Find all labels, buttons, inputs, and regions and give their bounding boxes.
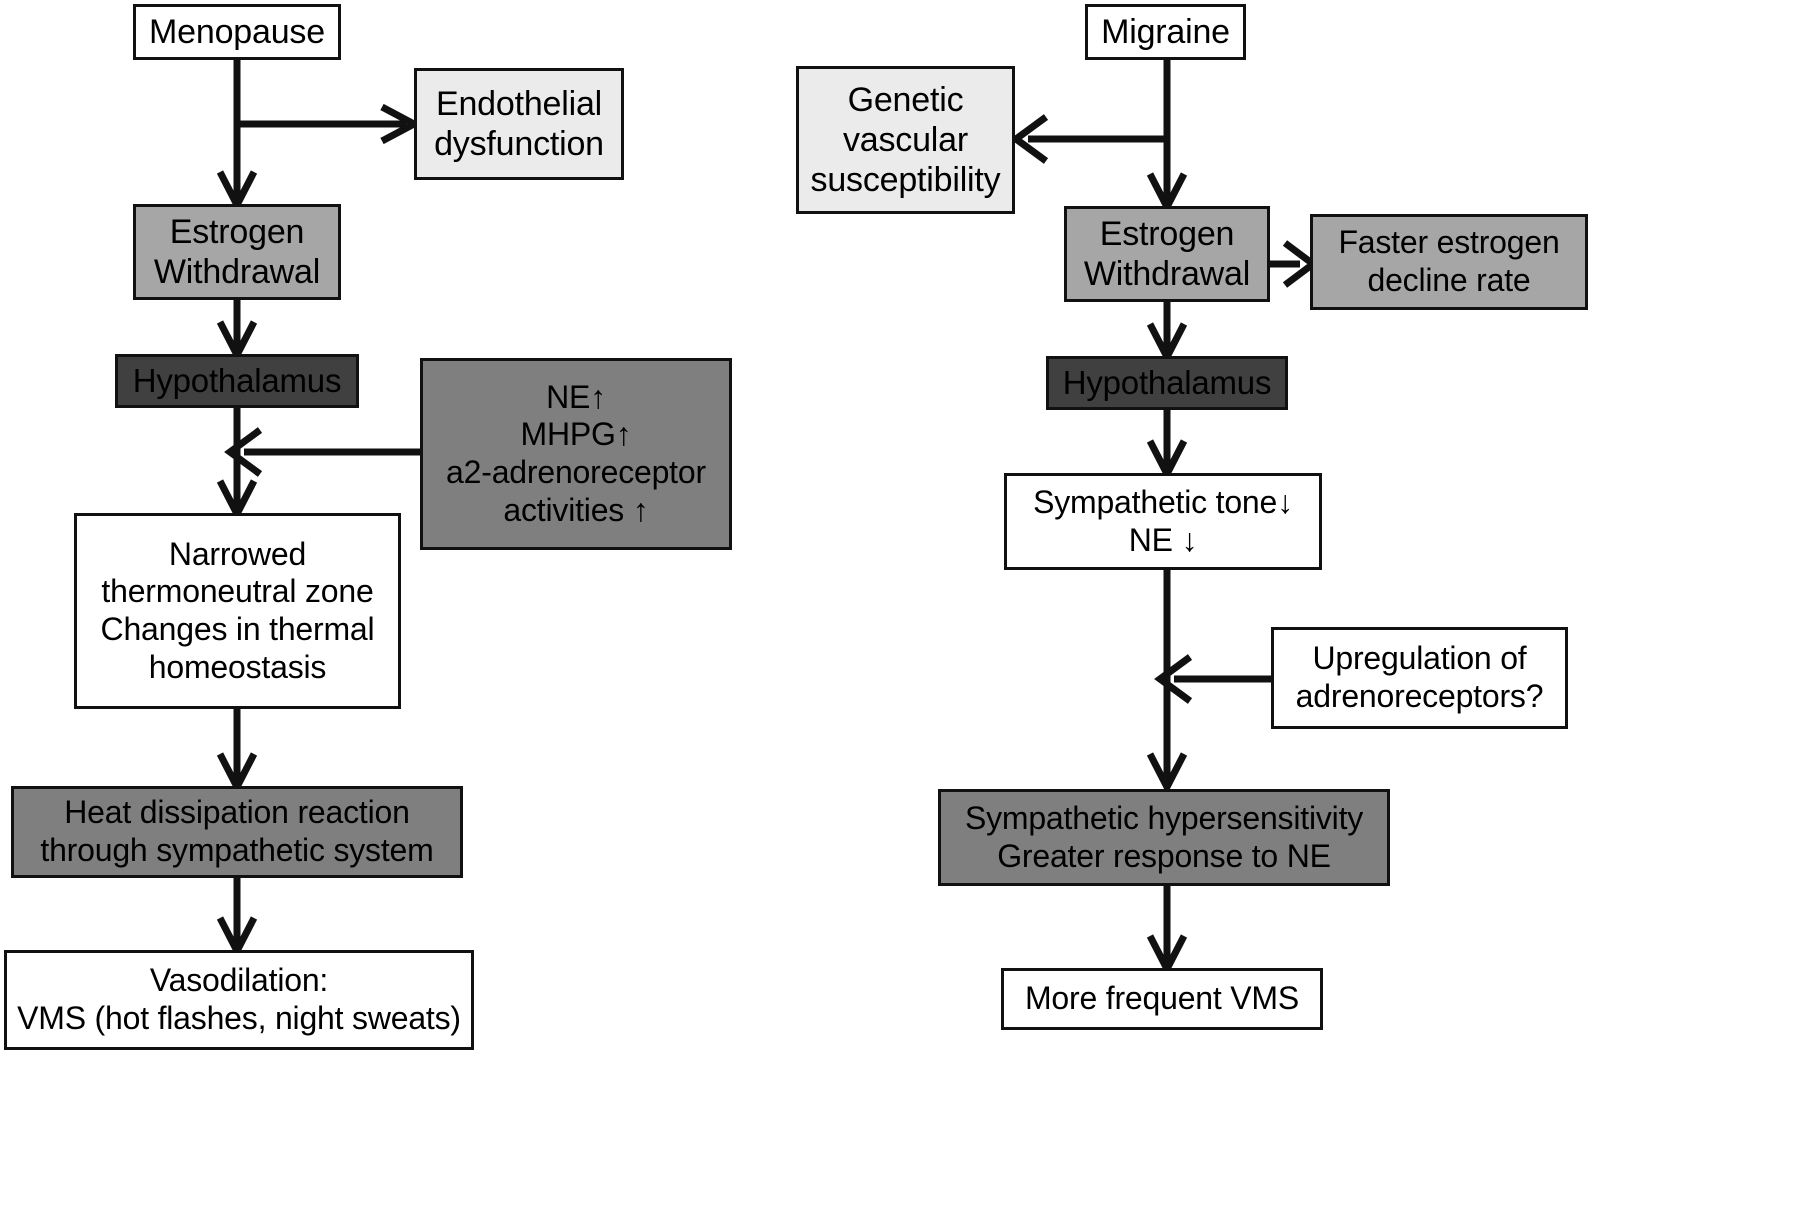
arrowhead-ne-box-to-trunk: [224, 427, 263, 477]
arrowhead-hypothalamus-to-narrowed-zone: [216, 479, 258, 522]
node-vasodilation-vms[interactable]: Vasodilation: VMS (hot flashes, night sw…: [4, 950, 474, 1050]
node-narrowed-thermoneutral-zone[interactable]: Narrowed thermoneutral zone Changes in t…: [74, 513, 401, 709]
node-sympathetic-tone-ne[interactable]: Sympathetic tone↓ NE ↓: [1004, 473, 1322, 570]
node-menopause[interactable]: Menopause: [133, 4, 341, 60]
arrowhead-estrogen-to-hypothalamus-left: [216, 320, 258, 363]
arrowhead-estrogen-to-faster-decline: [1282, 240, 1319, 288]
arrowhead-narrowed-zone-to-heat-dissipation: [216, 752, 258, 795]
node-heat-dissipation-reaction[interactable]: Heat dissipation reaction through sympat…: [11, 786, 463, 878]
arrowhead-menopause-to-endothelial: [380, 103, 422, 145]
node-faster-estrogen-decline-rate[interactable]: Faster estrogen decline rate: [1310, 214, 1588, 310]
node-hypothalamus-left[interactable]: Hypothalamus: [115, 354, 359, 408]
node-sympathetic-hypersensitivity[interactable]: Sympathetic hypersensitivity Greater res…: [938, 789, 1390, 886]
arrowhead-migraine-to-estrogen: [1146, 172, 1188, 215]
arrowhead-hypersensitivity-to-more-vms: [1146, 934, 1188, 977]
arrowhead-menopause-to-estrogen: [216, 170, 258, 213]
node-more-frequent-vms[interactable]: More frequent VMS: [1001, 968, 1323, 1030]
node-hypothalamus-right[interactable]: Hypothalamus: [1046, 356, 1288, 410]
node-ne-mhpg-adrenoreceptor[interactable]: NE↑ MHPG↑ a2-adrenoreceptor activities ↑: [420, 358, 732, 550]
arrowhead-upregulation-to-trunk: [1154, 654, 1193, 704]
arrowhead-hypothalamus-to-sympathetic-tone: [1146, 439, 1188, 482]
node-estrogen-withdrawal-left[interactable]: Estrogen Withdrawal: [133, 204, 341, 300]
node-genetic-vascular-susceptibility[interactable]: Genetic vascular susceptibility: [796, 66, 1015, 214]
arrowhead-heat-dissipation-to-vasodilation: [216, 916, 258, 959]
node-endothelial-dysfunction[interactable]: Endothelial dysfunction: [414, 68, 624, 180]
node-upregulation-adrenoreceptors[interactable]: Upregulation of adrenoreceptors?: [1271, 627, 1568, 729]
arrowhead-sympathetic-tone-to-hypersensitivity: [1146, 752, 1188, 795]
node-estrogen-withdrawal-right[interactable]: Estrogen Withdrawal: [1064, 206, 1270, 302]
arrowhead-estrogen-to-hypothalamus-right: [1146, 322, 1188, 365]
node-migraine[interactable]: Migraine: [1085, 4, 1246, 60]
arrowhead-migraine-to-genetic: [1010, 114, 1049, 164]
